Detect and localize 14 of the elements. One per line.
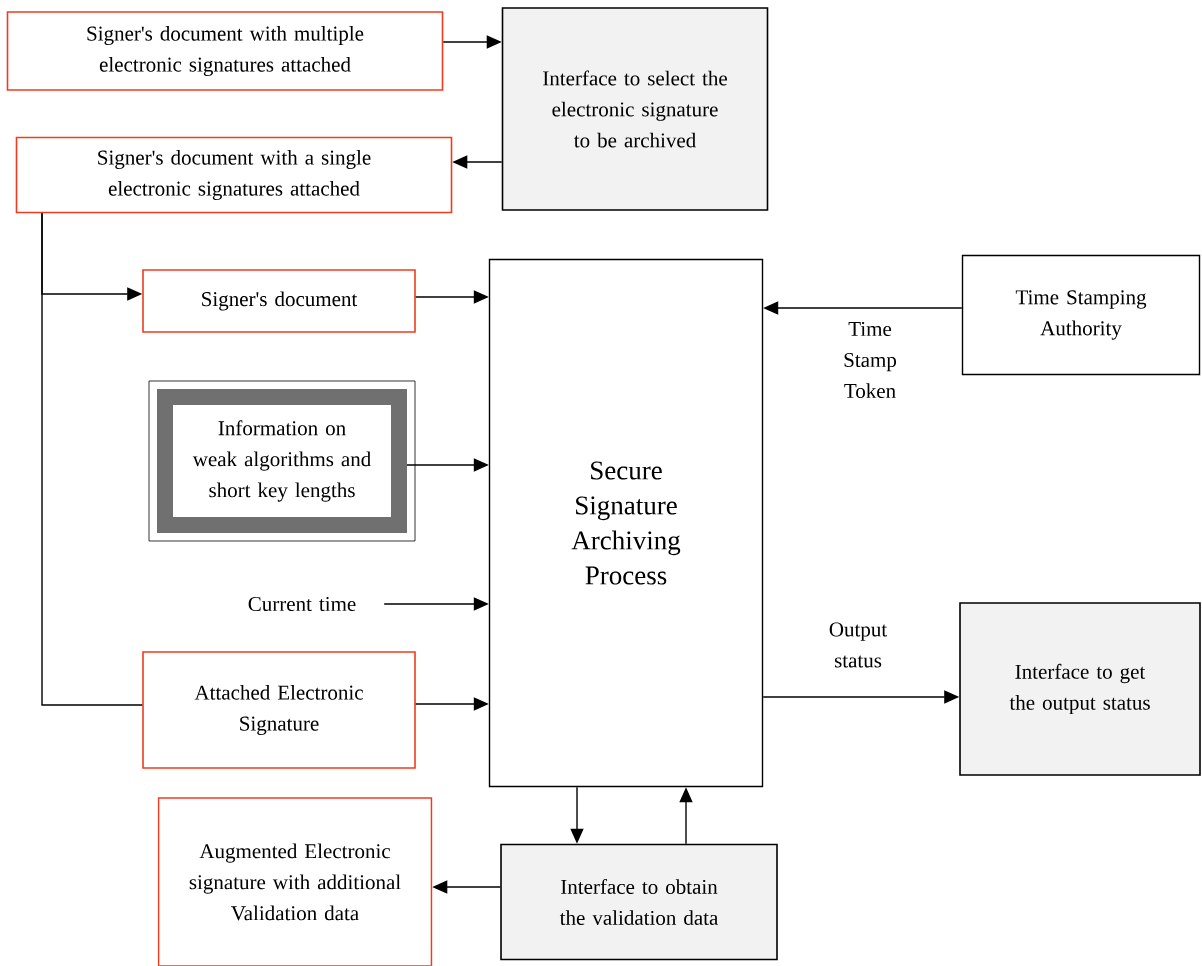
input-box: Signer's document with a single electronic signatures attached xyxy=(15,136,453,214)
input-box: Attached Electronic Signature xyxy=(142,651,416,769)
input-box: Augmented Electronic signature with additional Validation data xyxy=(157,797,433,966)
interface-box: Interface to obtain the validation data xyxy=(500,843,778,961)
process-box: Time Stamping Authority xyxy=(961,254,1201,376)
edge-label: Output status xyxy=(812,621,904,669)
process-box: Secure Signature Archiving Process xyxy=(488,258,764,788)
interface-box: Interface to get the output status xyxy=(959,602,1201,776)
input-box: Signer's document with multiple electronic signatures attached xyxy=(6,11,444,91)
edge-label: Time Stamp Token xyxy=(824,320,916,400)
interface-box: Interface to select the electronic signature to be archived xyxy=(501,7,769,211)
input-box: Signer's document xyxy=(142,269,416,333)
info-box: Information on weak algorithms and short key lengths xyxy=(148,380,416,542)
input-text: Current time xyxy=(248,596,356,612)
